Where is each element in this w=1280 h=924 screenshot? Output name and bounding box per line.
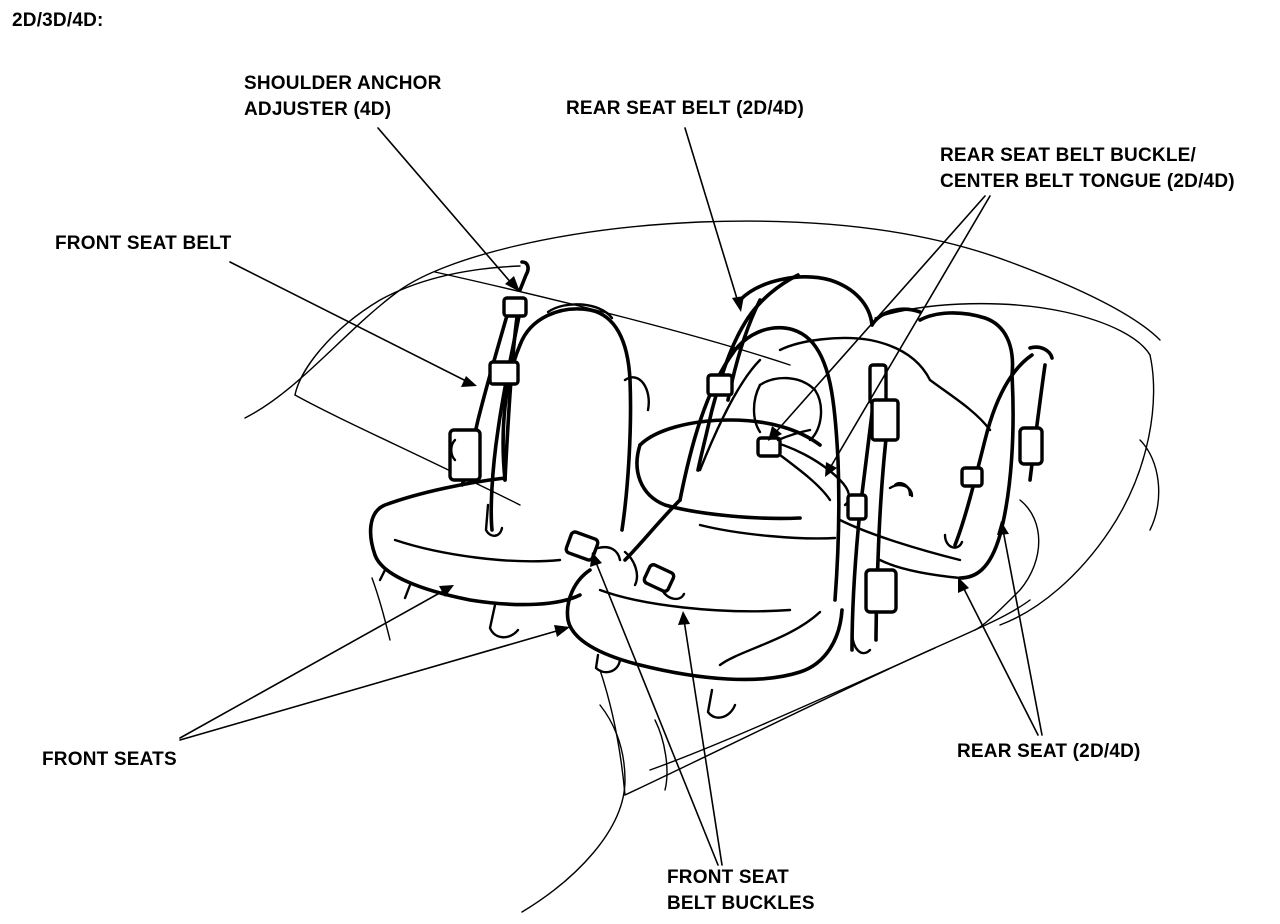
- car-body-outline: [244, 220, 1161, 913]
- callout-line: REAR SEAT BELT (2D/4D): [566, 98, 805, 119]
- callout-shoulder-anchor-adjuster: SHOULDER ANCHOR ADJUSTER (4D): [244, 71, 442, 123]
- callout-line: ADJUSTER (4D): [244, 99, 392, 120]
- figure-header: 2D/3D/4D:: [12, 10, 104, 31]
- callout-front-seat-belt-buckles: FRONT SEAT BELT BUCKLES: [667, 865, 815, 917]
- callout-line: FRONT SEAT BELT: [55, 233, 232, 254]
- callout-line: CENTER BELT TONGUE (2D/4D): [940, 171, 1235, 192]
- leader-lines: [179, 127, 1043, 866]
- callout-line: BELT BUCKLES: [667, 893, 815, 914]
- callout-rear-buckle-tongue: REAR SEAT BELT BUCKLE/ CENTER BELT TONGU…: [940, 143, 1235, 195]
- callout-rear-seat: REAR SEAT (2D/4D): [957, 739, 1141, 765]
- callout-line: SHOULDER ANCHOR: [244, 73, 442, 94]
- rear-seat-belt: [696, 273, 800, 472]
- callout-rear-seat-belt: REAR SEAT BELT (2D/4D): [566, 96, 804, 122]
- callout-line: FRONT SEATS: [42, 749, 177, 770]
- callout-front-seats: FRONT SEATS: [42, 747, 177, 773]
- front-seat-belt-buckles: [564, 530, 686, 601]
- rear-seat: [635, 275, 1015, 580]
- front-seat-right: [565, 325, 844, 719]
- callout-line: FRONT SEAT: [667, 867, 789, 888]
- front-seat-left: [368, 303, 650, 639]
- callout-line: REAR SEAT BELT BUCKLE/: [940, 145, 1196, 166]
- rear-right-belt: [943, 345, 1054, 549]
- center-pillar-belt: [846, 363, 912, 655]
- front-seat-belt: [448, 260, 530, 537]
- callout-front-seat-belt: FRONT SEAT BELT: [55, 231, 231, 257]
- callout-line: REAR SEAT (2D/4D): [957, 741, 1141, 762]
